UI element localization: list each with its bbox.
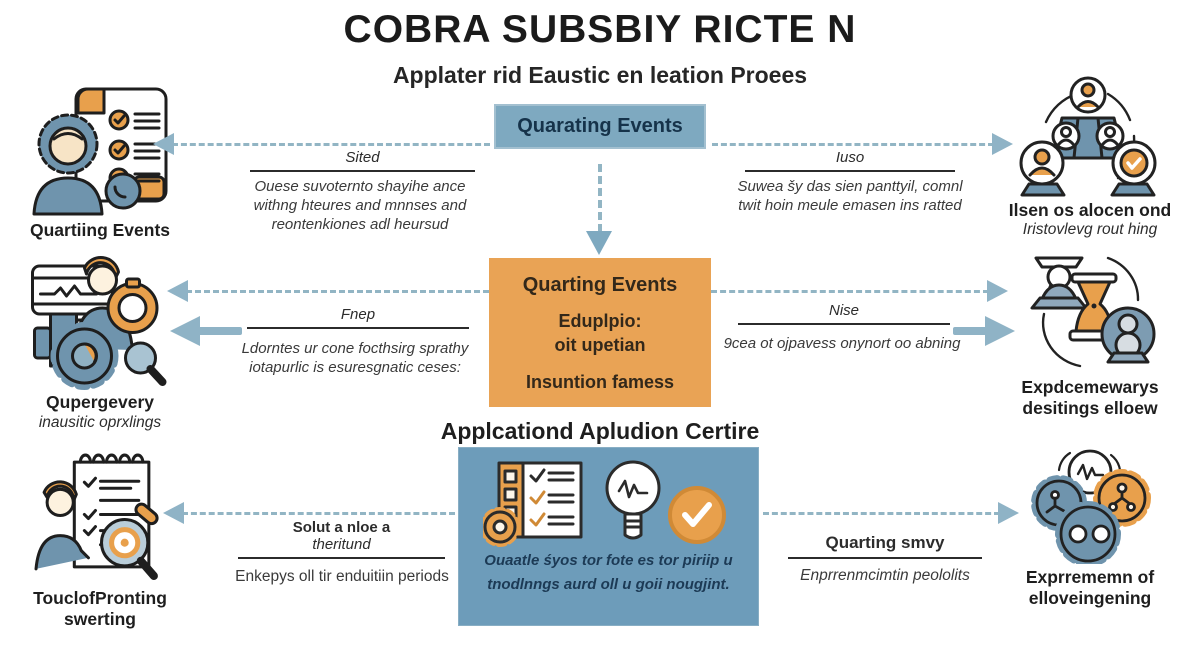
arrow-left-icon <box>153 133 174 155</box>
arrow-left-icon <box>170 316 200 346</box>
mid-left-connector-header: Fnep <box>247 306 469 329</box>
left-node-3-sublabel: swerting <box>64 609 136 629</box>
arrow-right-icon <box>987 280 1008 302</box>
checklist-person-icon <box>32 87 168 216</box>
mid-right-dashed-line <box>711 290 989 293</box>
top-left-connector-body: Ouese suvoternto shayihe ance withng hte… <box>253 178 467 233</box>
right-node-1-label: Ilsen os alocen ond <box>1008 200 1172 220</box>
bottom-right-connector-header: Quarting smvy <box>788 533 982 559</box>
left-node-2-label: Qupergevery <box>46 392 154 412</box>
top-left-connector-header: Sited <box>250 149 475 172</box>
bottom-right-connector-body: Enprrenmcimtin peololits <box>800 567 970 584</box>
left-node-2-sublabel: inausitic oprxlings <box>38 414 162 431</box>
network-people-icon <box>1019 76 1157 197</box>
arrow-left-icon <box>163 502 184 524</box>
top-right-dashed-line <box>712 143 994 146</box>
mid-left-dashed-line <box>186 290 489 293</box>
bottom-panel: Ouaatle śyos tor fote es tor piriip u tn… <box>458 447 759 626</box>
bottom-section-heading: Applcationd Apludion Certire <box>440 418 760 444</box>
notepad-person-icon <box>34 453 159 580</box>
right-node-3-sublabel: elloveingening <box>1028 588 1152 608</box>
arrow-left-icon <box>167 280 188 302</box>
bottom-left-dashed-line <box>182 512 455 515</box>
left-node-1-label: Quartiing Events <box>29 220 171 240</box>
top-process-box-label: Quarating Events <box>517 115 683 137</box>
top-left-dashed-line <box>172 143 490 146</box>
arrow-down-icon <box>586 231 612 255</box>
vertical-dashed-connector <box>598 164 602 232</box>
page-title: COBRA SUBSBIY RICTE N <box>343 8 857 51</box>
right-node-1-sublabel: Iristovlevg rout hing <box>1022 221 1158 238</box>
mid-right-connector-header: Nise <box>738 302 950 325</box>
right-node-2-sublabel: desitings elloew <box>1022 398 1158 418</box>
bottom-panel-caption-line1: Ouaatle śyos tor fote es tor piriip u <box>484 552 733 569</box>
middle-box-line1: Eduplpio: <box>558 311 642 331</box>
right-node-2-label: Expdcemewarys <box>1021 377 1159 397</box>
bottom-left-connector-header: Solut a nloe a theritund <box>238 519 445 559</box>
middle-box-title: Quarting Events <box>522 274 678 296</box>
checklist-bulb-check-icon <box>482 460 726 547</box>
hourglass-cycle-icon <box>1030 256 1156 368</box>
bottom-panel-caption-line2: tnodlnngs aurd oll u goii nougjint. <box>487 576 730 593</box>
mid-right-connector-body: 9cea ot ojpavess onynort oo abning <box>723 335 961 352</box>
mid-right-solid-line <box>953 327 987 335</box>
top-process-box: Quarating Events <box>494 104 706 149</box>
bottom-right-dashed-line <box>763 512 1000 515</box>
page-subtitle: Applater rid Eaustic en leation Proees <box>392 62 808 88</box>
gears-icon <box>1031 449 1151 564</box>
bottom-left-connector-body: Enkepys oll tir enduitiin periods <box>235 568 449 585</box>
middle-process-box: Quarting Events Eduplpio: oit upetian In… <box>489 258 711 407</box>
machine-person-icon <box>31 256 167 390</box>
top-right-connector-header: Iuso <box>745 149 955 172</box>
arrow-right-icon <box>985 316 1015 346</box>
mid-left-connector-body: Ldorntes ur cone focthsirg sprathy iotap… <box>241 340 469 376</box>
arrow-right-icon <box>998 502 1019 524</box>
arrow-right-icon <box>992 133 1013 155</box>
middle-box-line2: oit upetian <box>554 335 646 355</box>
mid-left-solid-line <box>198 327 242 335</box>
left-node-3-label: TouclofPronting <box>33 588 167 608</box>
middle-box-line3: Insuntion famess <box>525 372 675 392</box>
top-right-connector-body: Suwea šy das sien panttyil, comnl twit h… <box>737 178 963 214</box>
right-node-3-label: Exprrememn of <box>1025 567 1155 587</box>
